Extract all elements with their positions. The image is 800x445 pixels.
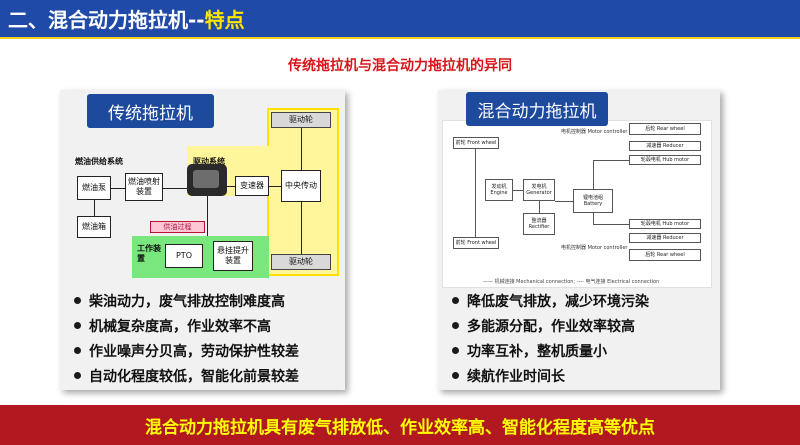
rectifier-box: 整流器 Rectifier [523, 213, 555, 235]
fuel-injector-box: 燃油喷射装置 [125, 173, 163, 201]
connector [593, 160, 594, 189]
hybrid-tractor-panel: 前轮 Front wheel 前轮 Front wheel 发动机 Engine… [438, 90, 720, 390]
bullet-item: 柴油动力，废气排放控制难度高 [74, 288, 299, 313]
drive-system-label: 驱动系统 [193, 157, 225, 166]
conventional-tractor-panel: 燃油供给系统 驱动系统 燃油泵 燃油喷射装置 燃油箱 变速器 中央传动 驱动轮 … [60, 90, 345, 390]
comparison-subtitle: 传统拖拉机与混合动力拖拉机的异同 [288, 58, 512, 74]
drive-wheel-top: 驱动轮 [271, 112, 331, 128]
connector [593, 213, 594, 224]
hitch-box: 悬挂提升装置 [213, 241, 253, 271]
fuel-tank-box: 燃油箱 [77, 216, 111, 238]
rear-wheel-top: 后轮 Rear wheel [629, 123, 701, 135]
conventional-tab: 传统拖拉机 [87, 94, 214, 128]
bullet-item: 续航作业时间长 [452, 363, 649, 388]
connector [593, 224, 629, 225]
connector [111, 188, 125, 189]
connector [593, 160, 629, 161]
hub-motor-bottom: 轮毂电机 Hub motor [629, 219, 701, 229]
page-title: 二、混合动力拖拉机--特点 [8, 4, 245, 33]
front-wheel-top: 前轮 Front wheel [453, 137, 499, 149]
conclusion-banner: 混合动力拖拉机具有废气排放低、作业效率高、智能化程度高等优点 [0, 405, 800, 445]
bullet-dot-icon [74, 347, 81, 354]
connector [227, 186, 235, 187]
motor-controller-bottom-label: 电机控制器 Motor controller [561, 245, 628, 251]
hybrid-bullets: 降低废气排放，减少环境污染 多能源分配，作业效率较高 功率互补，整机质量小 续航… [452, 288, 649, 388]
title-main: 二、混合动力拖拉机-- [8, 8, 205, 32]
central-drive-box: 中央传动 [281, 170, 321, 202]
bullet-item: 自动化程度较低，智能化前景较差 [74, 363, 299, 388]
bullet-item: 功率互补，整机质量小 [452, 338, 649, 363]
work-device-label: 工作装置 [137, 244, 161, 264]
header-divider [0, 37, 800, 39]
front-axle-line [475, 149, 476, 237]
connector [513, 190, 523, 191]
fuel-supply-label: 燃油供给系统 [75, 157, 123, 166]
hybrid-tractor-diagram: 前轮 Front wheel 前轮 Front wheel 发动机 Engine… [442, 120, 712, 288]
title-accent: 特点 [204, 8, 245, 32]
connector [539, 201, 540, 213]
fuel-pump-box: 燃油泵 [77, 176, 111, 200]
bullet-dot-icon [74, 372, 81, 379]
bullet-item: 机械复杂度高，作业效率不高 [74, 313, 299, 338]
bullet-dot-icon [452, 372, 459, 379]
bullet-dot-icon [452, 347, 459, 354]
bullet-item: 多能源分配，作业效率较高 [452, 313, 649, 338]
bullet-dot-icon [452, 297, 459, 304]
drive-wheel-bottom: 驱动轮 [271, 254, 331, 270]
rear-wheel-bottom: 后轮 Rear wheel [629, 249, 701, 261]
diagram-legend: —— 机械连接 Mechanical connection; ---- 电气连接… [483, 279, 660, 285]
conclusion-text: 混合动力拖拉机具有废气排放低、作业效率高、智能化程度高等优点 [145, 417, 655, 438]
reducer-bottom: 减速器 Reducer [629, 233, 701, 243]
supply-process-tag: 供油过程 [150, 221, 205, 233]
connector [301, 128, 302, 170]
bullet-dot-icon [452, 322, 459, 329]
front-wheel-bottom: 前轮 Front wheel [453, 237, 499, 249]
engine-icon [187, 164, 227, 196]
bullet-dot-icon [74, 322, 81, 329]
connector [207, 196, 208, 236]
conventional-tractor-diagram: 燃油供给系统 驱动系统 燃油泵 燃油喷射装置 燃油箱 变速器 中央传动 驱动轮 … [67, 108, 342, 286]
hybrid-tab: 混合动力拖拉机 [466, 92, 608, 126]
battery-box: 锂电池组 Battery [573, 189, 613, 213]
bullet-item: 作业噪声分贝高，劳动保护性较差 [74, 338, 299, 363]
conventional-bullets: 柴油动力，废气排放控制难度高 机械复杂度高，作业效率不高 作业噪声分贝高，劳动保… [74, 288, 299, 388]
header-bar: 二、混合动力拖拉机--特点 [0, 0, 800, 37]
connector [301, 202, 302, 254]
gearbox-box: 变速器 [235, 176, 269, 196]
reducer-top: 减速器 Reducer [629, 141, 701, 151]
connector [163, 188, 187, 189]
engine-box: 发动机 Engine [485, 179, 513, 201]
pto-box: PTO [165, 244, 203, 268]
bullet-dot-icon [74, 297, 81, 304]
motor-controller-top-label: 电机控制器 Motor controller [561, 129, 628, 135]
bullet-item: 降低废气排放，减少环境污染 [452, 288, 649, 313]
generator-box: 发电机 Generator [523, 179, 555, 201]
connector [94, 200, 95, 216]
connector [555, 201, 573, 202]
hub-motor-top: 轮毂电机 Hub motor [629, 155, 701, 165]
connector [269, 186, 281, 187]
